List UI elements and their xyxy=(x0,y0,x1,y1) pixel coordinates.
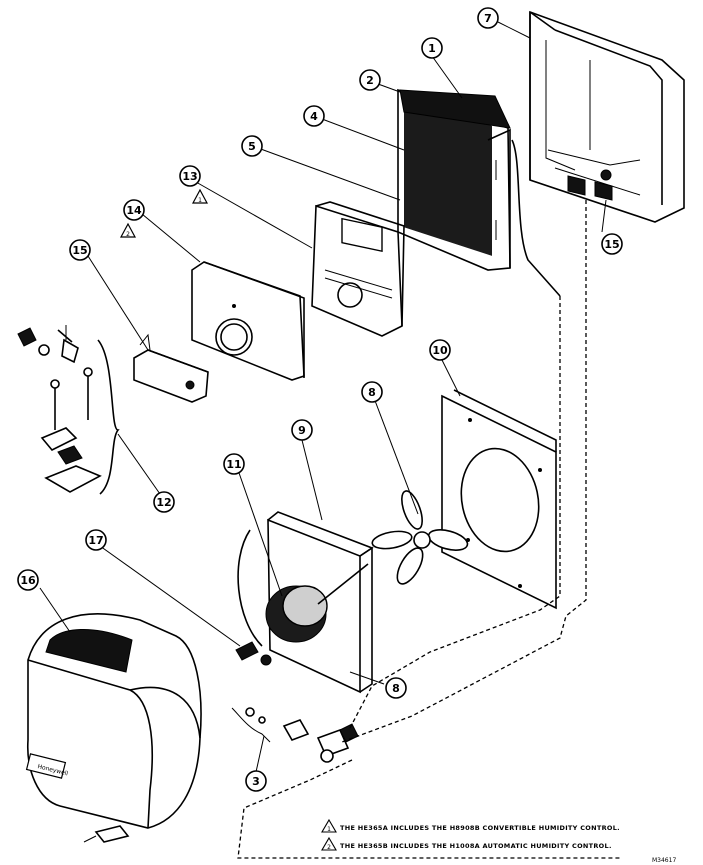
callout-15b: 15 xyxy=(601,233,623,255)
part-1-2-4-water-panel xyxy=(397,88,561,297)
part-14-humidity-control xyxy=(191,261,305,381)
svg-text:2: 2 xyxy=(126,231,130,238)
callout-15a-label: 15 xyxy=(72,244,87,257)
callouts: 1 2 3 4 5 7 8 8 9 10 11 12 13 14 15 15 1… xyxy=(17,7,623,792)
part-11-motor xyxy=(265,563,369,643)
footnotes: 1 THE HE365A INCLUDES THE H8908B CONVERT… xyxy=(321,818,620,851)
svg-text:2: 2 xyxy=(327,844,331,851)
callout-14-label: 14 xyxy=(126,204,142,217)
footnote-2: 2 THE HE365B INCLUDES THE H1008A AUTOMAT… xyxy=(321,836,612,851)
part-12-hardware-kit xyxy=(17,325,120,495)
warning-triangle-2: 2 xyxy=(119,222,137,238)
callout-3: 3 xyxy=(245,770,267,792)
callout-9: 9 xyxy=(291,419,313,441)
part-7-mounting-box xyxy=(529,10,685,223)
callout-12: 12 xyxy=(153,491,175,513)
footnote-2-text: THE HE365B INCLUDES THE H1008A AUTOMATIC… xyxy=(340,842,612,850)
part-13-humidity-control xyxy=(311,201,405,337)
callout-7-label: 7 xyxy=(484,12,492,25)
svg-text:1: 1 xyxy=(198,197,202,204)
callout-16: 16 xyxy=(17,569,39,591)
drawing-number: M34617 xyxy=(652,857,676,864)
callout-15a: 15 xyxy=(69,239,91,261)
callout-8b: 8 xyxy=(385,677,407,699)
part-16-front-housing xyxy=(25,613,202,843)
callout-14: 14 xyxy=(123,199,145,221)
callout-16-label: 16 xyxy=(20,574,36,587)
callout-1-label: 1 xyxy=(428,42,436,55)
footnote-1: 1 THE HE365A INCLUDES THE H8908B CONVERT… xyxy=(321,818,620,833)
callout-12-label: 12 xyxy=(156,496,171,509)
callout-13-label: 13 xyxy=(182,170,197,183)
callout-8a-label: 8 xyxy=(368,386,376,399)
callout-11: 11 xyxy=(223,453,245,475)
footnote-1-text: THE HE365A INCLUDES THE H8908B CONVERTIB… xyxy=(340,824,620,832)
svg-text:1: 1 xyxy=(327,826,331,833)
leader-lines xyxy=(39,21,607,773)
callout-17: 17 xyxy=(85,529,107,551)
part-10-blower-plate xyxy=(441,389,557,610)
callout-10: 10 xyxy=(429,339,451,361)
part-17-connector xyxy=(235,641,272,666)
callout-1: 1 xyxy=(421,37,443,59)
callout-5-label: 5 xyxy=(248,140,256,153)
callout-11-label: 11 xyxy=(226,458,241,471)
callout-13: 13 xyxy=(179,165,201,187)
part-8-fan-blade xyxy=(371,490,469,585)
callout-9-label: 9 xyxy=(298,424,306,437)
callout-8b-label: 8 xyxy=(392,682,400,695)
dashed-leader-lines xyxy=(237,200,620,859)
callout-10-label: 10 xyxy=(432,344,448,357)
part-3-wiring-harness xyxy=(231,707,359,763)
callout-3-label: 3 xyxy=(252,775,260,788)
callout-2-label: 2 xyxy=(366,74,374,87)
callout-15b-label: 15 xyxy=(604,238,619,251)
callout-4-label: 4 xyxy=(310,110,318,123)
callout-2: 2 xyxy=(359,69,381,91)
callout-4: 4 xyxy=(303,105,325,127)
callout-17-label: 17 xyxy=(88,534,103,547)
callout-7: 7 xyxy=(477,7,499,29)
callout-8a: 8 xyxy=(361,381,383,403)
callout-5: 5 xyxy=(241,135,263,157)
warning-marks: 1 2 xyxy=(119,188,209,238)
warning-triangle-1: 1 xyxy=(191,188,209,204)
